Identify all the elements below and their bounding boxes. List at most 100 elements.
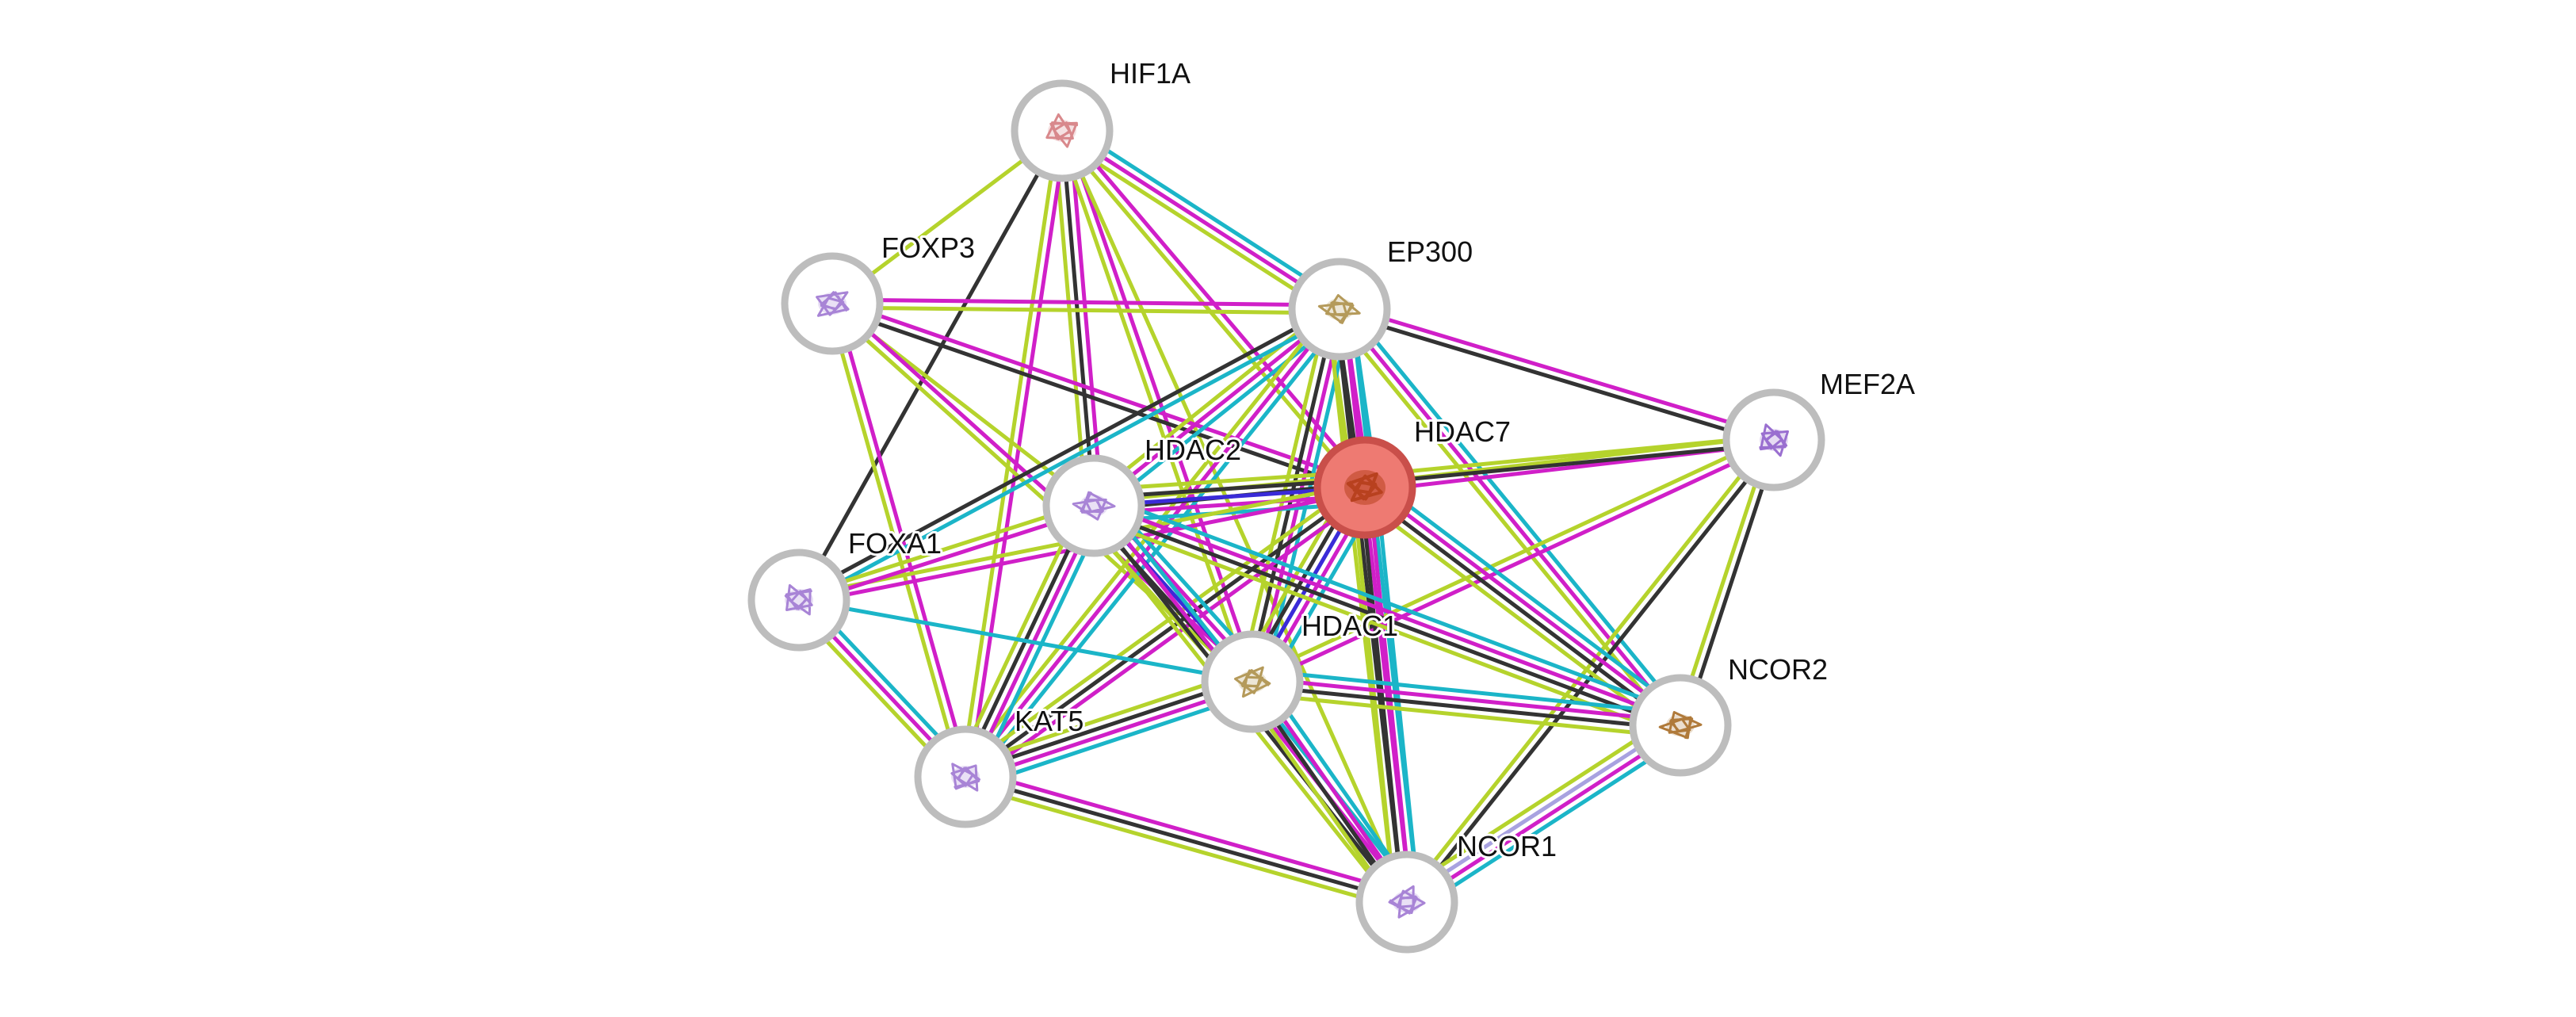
edge-foxa1-hdac1[interactable] — [797, 598, 1255, 684]
edge-foxp3-hdac7[interactable] — [828, 297, 1369, 494]
node-label: NCOR2 — [1728, 653, 1828, 686]
node-label: NCOR1 — [1457, 830, 1557, 862]
node-label: HDAC7 — [1414, 415, 1511, 448]
edge-foxp3-ep300[interactable] — [830, 297, 1342, 315]
node-hdac7[interactable]: HDAC7 — [1313, 413, 1513, 539]
edge-evidence-coexpression — [963, 774, 1409, 904]
edge-evidence-experiment — [830, 297, 1342, 308]
edge-evidence-experiment — [1365, 482, 1685, 725]
node-label: HIF1A — [1110, 57, 1191, 90]
edge-ep300-hdac2[interactable] — [1087, 300, 1347, 514]
protein-structure-icon — [950, 763, 980, 792]
edge-evidence-coexpression — [1246, 306, 1338, 683]
protein-structure-icon — [1759, 423, 1789, 457]
edge-hdac7-ncor2[interactable] — [1355, 476, 1690, 737]
node-circle[interactable] — [1288, 258, 1391, 361]
node-circle[interactable] — [781, 252, 884, 355]
edge-evidence-textmining — [1351, 487, 1397, 906]
edge-hdac7-ncor1[interactable] — [1351, 484, 1421, 906]
protein-structure-icon — [816, 291, 850, 317]
edge-evidence-database — [969, 312, 1348, 784]
node-circle[interactable] — [914, 725, 1017, 828]
edge-ncor2-ncor1[interactable] — [1398, 713, 1689, 915]
edge-hif1a-kat5[interactable] — [959, 128, 1068, 780]
node-label: HDAC1 — [1301, 610, 1398, 642]
edge-evidence-textmining — [961, 782, 1407, 912]
edge-evidence-database — [1343, 302, 1689, 723]
edge-evidence-database — [974, 508, 1107, 784]
node-kat5[interactable]: KAT5 — [914, 702, 1086, 828]
edge-evidence-textmining — [1087, 300, 1337, 502]
edge-kat5-ncor1[interactable] — [961, 767, 1412, 912]
edge-evidence-textmining — [959, 668, 1251, 768]
edge-evidence-textmining — [959, 128, 1061, 778]
node-circle[interactable] — [1042, 454, 1145, 557]
node-ep300[interactable]: EP300 — [1288, 233, 1475, 361]
node-label: FOXP3 — [881, 231, 975, 264]
edge-evidence-database — [967, 690, 1259, 790]
protein-structure-icon — [1072, 491, 1116, 521]
node-label: MEF2A — [1820, 368, 1915, 400]
node-circle[interactable] — [1011, 79, 1114, 182]
node-hdac2[interactable]: HDAC2 — [1042, 431, 1244, 557]
edge-evidence-textmining — [1248, 434, 1775, 680]
node-ncor2[interactable]: NCOR2 — [1629, 651, 1830, 777]
edge-ep300-foxa1[interactable] — [795, 304, 1343, 606]
edge-evidence-experiment — [831, 297, 1369, 486]
node-label: HDAC2 — [1145, 434, 1241, 466]
edge-evidence-database — [797, 598, 1255, 684]
node-hdac1[interactable]: HDAC1 — [1201, 607, 1401, 733]
edge-evidence-coexpression — [795, 304, 1340, 599]
edge-evidence-textmining — [1398, 713, 1676, 894]
edge-evidence-experiment — [1091, 307, 1342, 508]
edge-layer — [791, 122, 1780, 915]
protein-structure-icon — [784, 583, 813, 616]
node-mef2a[interactable]: MEF2A — [1722, 365, 1917, 491]
protein-structure-icon — [1388, 885, 1426, 919]
edge-evidence-coexpression — [1360, 488, 1680, 731]
edge-evidence-database — [1370, 476, 1690, 718]
edge-evidence-database — [798, 310, 1343, 606]
edge-hdac2-ncor2[interactable] — [1087, 492, 1687, 739]
edge-evidence-textmining — [1056, 130, 1251, 686]
node-circle[interactable] — [1722, 388, 1825, 491]
edge-evidence-coexpression — [1336, 311, 1775, 446]
node-foxp3[interactable]: FOXP3 — [781, 229, 977, 355]
node-circle[interactable] — [1629, 674, 1732, 777]
edge-evidence-experiment — [967, 129, 1068, 780]
node-foxa1[interactable]: FOXA1 — [747, 525, 944, 652]
edge-evidence-coexpression — [963, 485, 1367, 779]
edge-hif1a-ep300[interactable] — [1056, 122, 1346, 318]
node-circle[interactable] — [1355, 851, 1458, 954]
edge-evidence-experiment — [1366, 484, 1413, 904]
edge-hif1a-foxa1[interactable] — [797, 128, 1064, 602]
edge-evidence-textmining — [952, 499, 1085, 774]
edge-evidence-textmining — [1056, 135, 1338, 318]
edge-evidence-experiment — [968, 491, 1372, 786]
node-circle[interactable] — [747, 549, 850, 652]
edge-evidence-experiment — [1251, 675, 1684, 724]
edge-evidence-experiment — [1407, 726, 1685, 908]
edge-evidence-textmining — [826, 302, 964, 780]
node-label: EP300 — [1387, 235, 1473, 268]
node-label: FOXA1 — [848, 527, 942, 560]
edge-evidence-database — [1252, 667, 1684, 716]
edge-evidence-experiment — [963, 307, 1342, 779]
edge-evidence-database — [1096, 313, 1347, 514]
edge-evidence-experiment — [1093, 499, 1684, 724]
edge-hdac1-ncor2[interactable] — [1248, 667, 1684, 740]
node-hif1a[interactable]: HIF1A — [1011, 55, 1193, 182]
protein-structure-icon — [1658, 711, 1703, 740]
node-ncor1[interactable]: NCOR1 — [1355, 828, 1559, 954]
edge-hdac7-kat5[interactable] — [958, 479, 1372, 786]
edge-evidence-database — [1411, 733, 1689, 915]
edge-evidence-textmining — [795, 499, 1095, 598]
edge-mef2a-hdac1[interactable] — [1248, 434, 1778, 688]
edge-hdac2-foxa1[interactable] — [795, 499, 1098, 606]
edge-evidence-textmining — [1248, 691, 1681, 740]
edge-ep300-mef2a[interactable] — [1336, 303, 1777, 446]
node-circle[interactable] — [1201, 630, 1304, 733]
protein-structure-icon — [1317, 294, 1361, 324]
edge-evidence-coexpression — [1359, 486, 1405, 905]
